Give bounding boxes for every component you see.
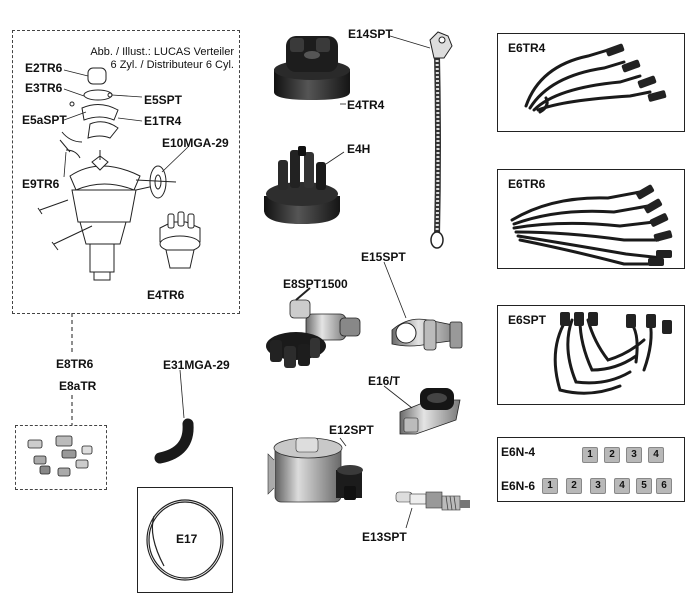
connector-kit-frame	[15, 425, 107, 490]
label-e6n-4: E6N-4	[501, 445, 536, 459]
e16t-rotor	[399, 388, 461, 435]
number-tag: 4	[648, 447, 664, 463]
number-tag: 5	[636, 478, 652, 494]
label-e16t: E16/T	[368, 374, 401, 388]
e6spt-boots	[560, 312, 672, 334]
e6tr4-leads	[524, 48, 652, 114]
e13spt-spark-plug	[395, 491, 470, 511]
illustration-caption: Abb. / Illust.: LUCAS Verteiler 6 Zyl. /…	[90, 46, 234, 72]
e6tr6-frame	[497, 169, 685, 269]
label-e5spt: E5SPT	[144, 93, 183, 107]
e12spt-coil	[267, 437, 363, 503]
label-e1tr4: E1TR4	[144, 114, 182, 128]
label-e12spt: E12SPT	[329, 423, 374, 437]
label-e14spt: E14SPT	[348, 27, 393, 41]
label-e6spt: E6SPT	[508, 313, 547, 327]
e4h-cap	[264, 146, 340, 224]
label-e8tr6: E8TR6	[56, 357, 94, 371]
number-tag: 1	[582, 447, 598, 463]
label-e2tr6: E2TR6	[25, 61, 63, 75]
number-tag: 4	[614, 478, 630, 494]
number-tag: 2	[566, 478, 582, 494]
number-tag: 6	[656, 478, 672, 494]
e6tr6-boots	[635, 184, 673, 266]
connector-kit-pieces	[27, 435, 93, 477]
label-e4tr4: E4TR4	[347, 98, 385, 112]
label-e4h: E4H	[347, 142, 371, 156]
e17-frame	[137, 487, 233, 593]
label-e13spt: E13SPT	[362, 530, 407, 544]
distributor-exploded-drawing	[37, 67, 201, 281]
label-e17: E17	[176, 532, 198, 546]
number-tag: 3	[626, 447, 642, 463]
e6spt-leads	[553, 318, 653, 395]
label-e15spt: E15SPT	[361, 250, 406, 264]
e4tr4-cap	[274, 36, 350, 100]
e31mga-29-hose	[154, 418, 194, 464]
e6n-frame	[497, 437, 685, 502]
number-tag: 1	[542, 478, 558, 494]
e14spt-strap	[429, 31, 453, 249]
caption-line-1: Abb. / Illust.: LUCAS Verteiler	[90, 46, 234, 58]
label-e8atr: E8aTR	[59, 379, 97, 393]
distributor-exploded-frame	[12, 30, 240, 314]
e6tr6-leads	[510, 190, 664, 266]
e6tr4-frame	[497, 33, 685, 132]
label-e8spt1500: E8SPT1500	[283, 277, 348, 291]
label-e5aspt: E5aSPT	[22, 113, 67, 127]
label-e9tr6: E9TR6	[22, 177, 60, 191]
e17-cable	[146, 499, 224, 581]
e6spt-frame	[497, 305, 685, 405]
caption-line-2: 6 Zyl. / Distributeur 6 Cyl.	[110, 59, 234, 71]
number-tag: 3	[590, 478, 606, 494]
label-e6tr6: E6TR6	[508, 177, 546, 191]
label-e4tr6: E4TR6	[147, 288, 185, 302]
e6tr4-boots	[605, 43, 667, 102]
label-e31mga-29: E31MGA-29	[163, 358, 230, 372]
e15spt-clamp	[391, 318, 463, 351]
e8spt1500-distributor	[266, 287, 361, 368]
label-e6tr4: E6TR4	[508, 41, 546, 55]
label-e3tr6: E3TR6	[25, 81, 63, 95]
label-e10mga-29: E10MGA-29	[162, 136, 229, 150]
number-tag: 2	[604, 447, 620, 463]
label-e6n-6: E6N-6	[501, 479, 536, 493]
